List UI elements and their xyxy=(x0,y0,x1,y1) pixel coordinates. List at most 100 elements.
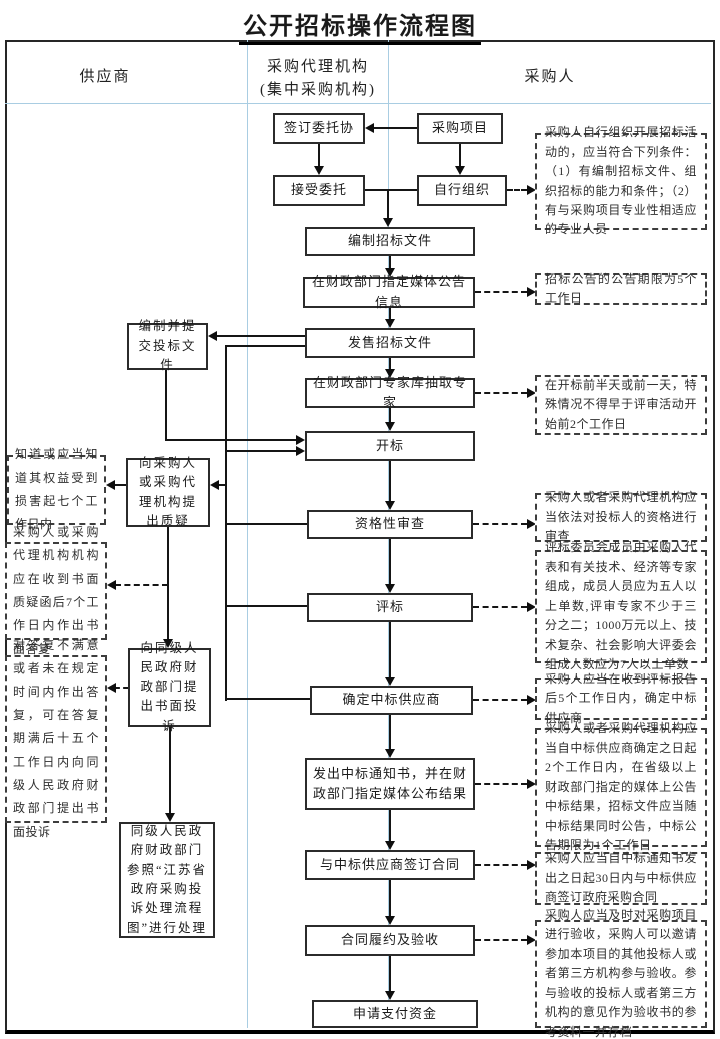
flow-box-apply-payment: 申请支付资金 xyxy=(312,1000,478,1028)
arrow-qualification-note xyxy=(527,519,536,529)
arrow-project-to-self xyxy=(455,166,465,175)
line-sell-to-biddocs xyxy=(216,335,305,337)
header-divider xyxy=(5,103,711,104)
column-header-purchaser: 采购人 xyxy=(524,69,576,85)
arrow-to-draw-experts xyxy=(385,369,395,378)
arrow-reply-deadline xyxy=(107,580,116,590)
flow-box-determine-winner: 确定中标供应商 xyxy=(310,686,473,715)
arrow-to-determine-winner xyxy=(385,677,395,686)
note-self-organize-conditions: 采购人自行组织开展招标活动的，应当符合下列条件：（1）有编制招标文件、组织招标的… xyxy=(535,125,707,236)
arrow-notice-note xyxy=(527,779,536,789)
arrow-to-evaluation xyxy=(385,584,395,593)
line-open-to-qualification xyxy=(389,461,391,502)
arrow-query-deadline xyxy=(106,480,115,490)
dashed-line-self-organize-note xyxy=(507,189,527,191)
dashed-line-acceptance-note xyxy=(475,939,527,941)
arrow-experts-note xyxy=(527,388,536,398)
line-evaluation-branch xyxy=(226,605,307,607)
flow-box-accept-entrust: 接受委托 xyxy=(273,175,365,206)
table-border xyxy=(5,40,715,1034)
line-notice-to-contract xyxy=(389,810,391,842)
line-project-to-self xyxy=(459,144,461,167)
flow-box-project: 采购项目 xyxy=(417,113,503,144)
line-accept-self-join xyxy=(365,189,417,191)
line-biddocs-to-open xyxy=(165,439,296,441)
arrow-collector-to-query xyxy=(210,480,219,490)
arrow-announce-note xyxy=(527,287,536,297)
arrow-to-qualification xyxy=(385,501,395,510)
line-collector-to-open xyxy=(226,450,297,452)
arrow-project-to-sign xyxy=(365,123,374,133)
line-sell-to-experts xyxy=(389,358,391,370)
supplier-box-written-complaint: 向同级人民政府财政部门提出书面投诉 xyxy=(128,641,211,733)
note-reply-deadline: 采购人或采购代理机构机构应在收到书面质疑函后7个工作日内作出书面答复 xyxy=(5,525,107,656)
flow-box-issue-notice: 发出中标通知书，并在财政部门指定媒体公布结果 xyxy=(305,758,475,810)
dashed-line-experts-note xyxy=(475,392,527,394)
dashed-line-qualification-note xyxy=(473,523,527,525)
arrow-to-sign-contract xyxy=(385,841,395,850)
line-biddocs-down xyxy=(165,370,167,441)
note-qualification-rule: 采购人或者采购代理机构应当依法对投标人的资格进行审查 xyxy=(535,490,707,543)
arrow-to-sell-docs xyxy=(385,319,395,328)
arrow-evaluation-note xyxy=(527,602,536,612)
arrow-to-issue-notice xyxy=(385,749,395,758)
arrow-determine-note xyxy=(527,695,536,705)
flow-box-sell-docs: 发售招标文件 xyxy=(305,328,475,358)
flow-box-sign-contract: 与中标供应商签订合同 xyxy=(305,850,475,880)
arrow-to-open-bid xyxy=(385,422,395,431)
arrow-self-organize-note xyxy=(527,185,536,195)
line-project-to-sign xyxy=(373,127,417,129)
note-result-announcement: 采购人或者采购代理机构应当自中标供应商确定之日起2个工作日内，在省级以上财政部门… xyxy=(535,721,707,852)
arrow-complaint-deadline xyxy=(107,683,116,693)
arrow-query-to-complaint xyxy=(163,639,173,648)
supplier-box-bid-docs: 编制并提交投标文件 xyxy=(127,319,208,372)
page-title: 公开招标操作流程图 xyxy=(0,6,720,45)
line-sell-to-collector xyxy=(225,345,305,347)
line-join-to-prepare xyxy=(387,190,389,218)
line-evaluation-to-determine xyxy=(389,622,391,678)
note-acceptance-rule: 采购人应当及时对采购项目进行验收，采购人可以邀请参加本项目的其他投标人或者第三方… xyxy=(535,908,707,1039)
line-experts-to-open xyxy=(389,408,391,423)
line-determine-to-notice xyxy=(389,715,391,750)
supplier-box-handle-complaint: 同级人民政府财政部门参照“江苏省政府采购投诉处理流程图”进行处理 xyxy=(119,822,215,938)
arrow-to-apply-payment xyxy=(385,991,395,1000)
dashed-line-contract-note xyxy=(475,864,527,866)
line-query-to-complaint xyxy=(167,527,169,639)
note-expert-draw-timing: 在开标前半天或前一天，特殊情况不得早于评审活动开始前2个工作日 xyxy=(535,375,707,435)
flow-box-sign-agreement: 签订委托协 xyxy=(273,113,365,144)
arrow-to-performance xyxy=(385,916,395,925)
dashed-line-announce-note xyxy=(475,291,527,293)
dashed-line-notice-note xyxy=(475,783,527,785)
arrow-to-prepare-docs xyxy=(383,218,393,227)
column-divider-1 xyxy=(247,40,248,1028)
dashed-line-evaluation-note xyxy=(473,606,527,608)
line-collector-to-query xyxy=(218,484,226,486)
line-complaint-to-handle xyxy=(169,727,171,813)
column-header-agency-line1: 采购代理机构 xyxy=(266,59,369,75)
line-prepare-to-announce xyxy=(389,256,391,269)
arrow-biddocs-to-open xyxy=(296,435,305,445)
flow-box-self-organize: 自行组织 xyxy=(417,175,507,206)
line-announce-to-sell xyxy=(389,308,391,320)
line-sign-to-accept xyxy=(318,144,320,167)
line-qualification-branch xyxy=(226,523,307,525)
flow-box-performance-acceptance: 合同履约及验收 xyxy=(305,925,475,956)
flow-box-announce-media: 在财政部门指定媒体公告信息 xyxy=(303,274,475,310)
note-complaint-deadline: 对答复不满意或者未在规定时间内作出答复，可在答复期满后十五个工作日内向同级人民政… xyxy=(5,638,107,839)
line-determine-branch xyxy=(226,698,310,700)
note-determine-winner-deadline: 采购人应当在收到评标报告后5个工作日内，确定中标供应商 xyxy=(535,672,707,725)
supplier-box-raise-query: 向采购人或采购代理机构提出质疑 xyxy=(126,456,210,528)
dashed-line-determine-note xyxy=(473,699,527,701)
arrow-collector-to-open xyxy=(296,446,305,456)
column-header-agency-line2: (集中采购机构) xyxy=(260,82,376,98)
arrow-sell-to-biddocs xyxy=(208,331,217,341)
arrow-sign-to-accept xyxy=(314,166,324,175)
note-evaluation-committee: 评标委员会成员由采购人代表和有关技术、经济等专家组成，成员人员应为五人以上单数,… xyxy=(535,540,707,671)
dashed-line-reply-deadline xyxy=(115,584,168,586)
arrow-contract-note xyxy=(527,860,536,870)
note-query-deadline: 知道或应当知道其权益受到损害起七个工作日内 xyxy=(7,447,106,531)
arrow-acceptance-note xyxy=(527,935,536,945)
flow-box-qualification-review: 资格性审查 xyxy=(307,510,473,539)
line-performance-to-payment xyxy=(389,956,391,992)
